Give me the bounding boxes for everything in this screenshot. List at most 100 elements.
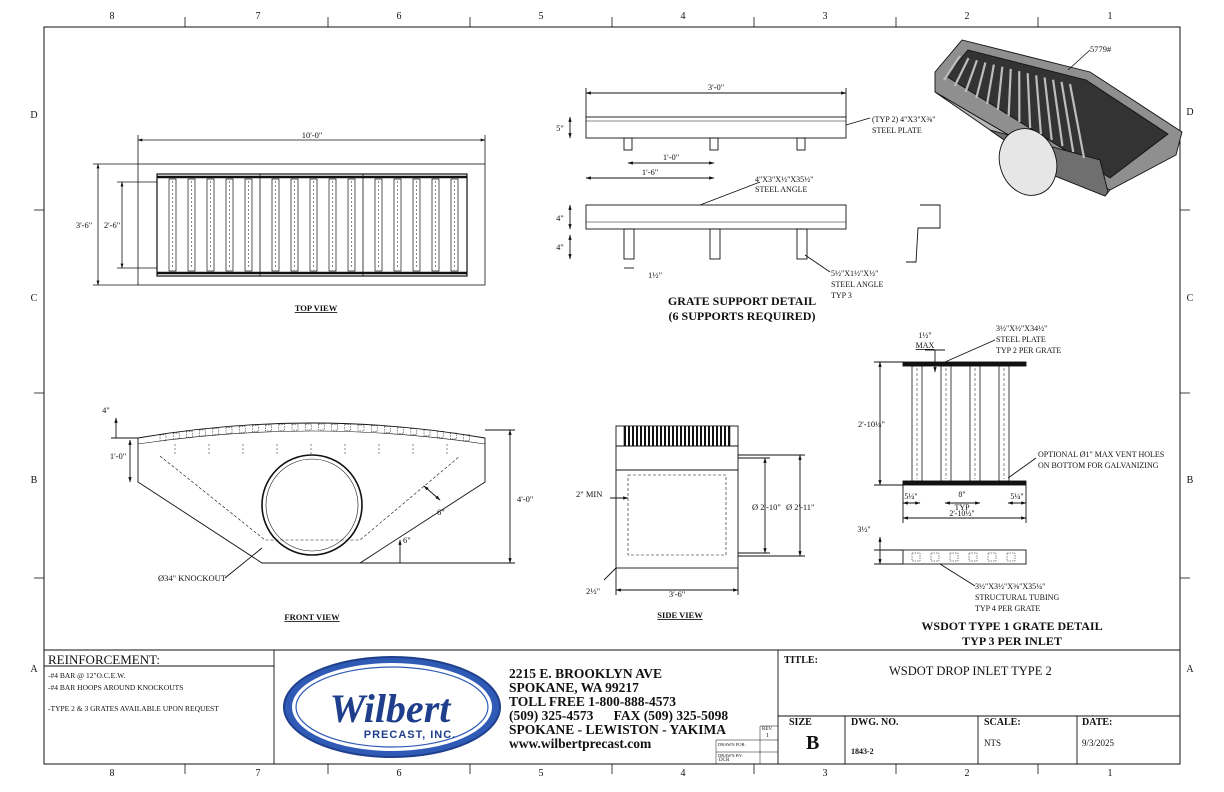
size-value: B bbox=[806, 732, 820, 754]
top-view-label: TOP VIEW bbox=[295, 303, 338, 313]
iso-grate-bar bbox=[996, 66, 1004, 111]
support-angle-note-2: STEEL ANGLE bbox=[755, 185, 807, 194]
front-view bbox=[111, 417, 515, 579]
tube-hole bbox=[968, 552, 978, 562]
row-label: A bbox=[1186, 664, 1194, 675]
grate-tie bbox=[199, 429, 206, 437]
grate-tie bbox=[423, 429, 431, 437]
reinforcement-line: -#4 BAR HOOPS AROUND KNOCKOUTS bbox=[48, 683, 184, 692]
phone-fax-line: (509) 325-4573 FAX (509) 325-5098 bbox=[509, 708, 729, 723]
iso-grate-bar bbox=[964, 59, 978, 93]
drawing-title: WSDOT DROP INLET TYPE 2 bbox=[889, 664, 1052, 678]
row-label: C bbox=[31, 293, 38, 304]
top-view-outer-width-dim: 3'-6" bbox=[76, 220, 92, 230]
zone-ticks bbox=[34, 17, 1190, 774]
grate-bar bbox=[244, 178, 253, 272]
tube-hole bbox=[1006, 552, 1016, 562]
side-view-label: SIDE VIEW bbox=[657, 610, 703, 620]
front-view-floor-dim: 6" bbox=[403, 535, 411, 545]
iso-grate-bar bbox=[1051, 79, 1064, 147]
support-small-angle-note-3: TYP 3 bbox=[831, 291, 852, 300]
tube-hole bbox=[949, 552, 959, 562]
iso-grate-bar bbox=[1068, 83, 1086, 159]
iso-grate-bar bbox=[1060, 81, 1075, 153]
grate-detail-tube-note-3: TYP 4 PER GRATE bbox=[975, 604, 1040, 613]
support-spacing-1-dim: 1'-0" bbox=[663, 152, 679, 162]
reinforcement-line: -TYPE 2 & 3 GRATES AVAILABLE UPON REQUES… bbox=[48, 704, 219, 713]
tube-hole bbox=[987, 552, 997, 562]
grate-bar bbox=[187, 178, 196, 272]
col-label: 4 bbox=[681, 11, 686, 22]
grate-detail-tube-height-dim: 3½" bbox=[857, 525, 870, 534]
side-view-inner-dia: Ø 2'-10" bbox=[752, 502, 781, 512]
iso-grate-bar bbox=[1035, 75, 1043, 135]
row-label: B bbox=[31, 475, 38, 486]
drawn-by-value: DCR bbox=[719, 758, 730, 763]
grate-bar bbox=[412, 178, 421, 272]
grate-detail-plate-note-2: STEEL PLATE bbox=[996, 335, 1046, 344]
drawn-for-label: DRAWN FOR: bbox=[718, 742, 746, 747]
iso-grate-bar bbox=[1026, 73, 1032, 129]
reinforcement-line: -#4 BAR @ 12"O.C.E.W. bbox=[48, 671, 126, 680]
front-view-grate-ties bbox=[159, 423, 470, 456]
grate-tie bbox=[463, 434, 470, 442]
top-view-inner-width-dim: 2'-6" bbox=[104, 220, 120, 230]
grate-bar bbox=[271, 178, 280, 272]
grate-tie bbox=[212, 428, 220, 435]
front-view-knockout-note: Ø34" KNOCKOUT bbox=[158, 573, 227, 583]
grate-bar bbox=[309, 178, 318, 272]
scale-label: SCALE: bbox=[984, 717, 1021, 728]
wilbert-logo: Wilbert PRECAST, INC. bbox=[283, 656, 501, 758]
reinforcement-title: REINFORCEMENT: bbox=[48, 652, 161, 667]
support-angle-note-1: 4"X3"X½"X35½" bbox=[755, 175, 813, 184]
side-view-width-dim: 3'-6" bbox=[669, 589, 685, 599]
grate-detail-overall-dim: 2'-10½" bbox=[949, 509, 974, 518]
title-block-grid bbox=[44, 650, 1180, 764]
grate-tie bbox=[331, 423, 338, 431]
isometric-grate-bars bbox=[943, 55, 1086, 159]
iso-grate-bar bbox=[975, 62, 987, 99]
col-label: 8 bbox=[110, 768, 115, 779]
address-line: SPOKANE, WA 99217 bbox=[509, 680, 639, 695]
col-label: 7 bbox=[256, 768, 261, 779]
support-spacing-2-dim: 1'-6" bbox=[642, 167, 658, 177]
grate-support-detail bbox=[568, 88, 941, 273]
grate-detail-bar bbox=[911, 365, 923, 482]
front-view-wall-dim: 6" bbox=[437, 507, 445, 517]
row-label: D bbox=[1186, 107, 1193, 118]
support-detail-title-2: (6 SUPPORTS REQUIRED) bbox=[669, 309, 816, 323]
col-label: 1 bbox=[1108, 11, 1113, 22]
side-view-outer-dia: Ø 2'-11" bbox=[786, 502, 815, 512]
grate-bar bbox=[328, 178, 337, 272]
iso-grate-bar bbox=[985, 64, 995, 105]
grate-tie bbox=[318, 423, 325, 431]
grate-tie bbox=[291, 423, 299, 431]
website-link[interactable]: www.wilbertprecast.com bbox=[509, 736, 652, 751]
grate-detail-typ-dim-1: 8" bbox=[958, 490, 965, 499]
support-angle-height-dim: 4" bbox=[556, 213, 564, 223]
date-label: DATE: bbox=[1082, 717, 1113, 728]
grate-tie bbox=[225, 427, 233, 434]
grate-detail-tube-note-1: 3½"X3½"X⅜"X35¼" bbox=[975, 582, 1045, 591]
grate-tie bbox=[172, 432, 180, 440]
grate-detail-plate-note-1: 3½"X½"X34½" bbox=[996, 324, 1047, 333]
top-view bbox=[93, 135, 486, 286]
rev-value: 1 bbox=[766, 733, 769, 739]
support-small-angle-note-1: 5½"X1½"X½" bbox=[831, 269, 878, 278]
grate-detail-max-dim-1: 1½" bbox=[918, 331, 931, 340]
grate-bar bbox=[168, 178, 177, 272]
grate-detail-vent-note-1: OPTIONAL Ø1" MAX VENT HOLES bbox=[1038, 450, 1164, 459]
support-overall-dim: 3'-0" bbox=[708, 82, 724, 92]
col-label: 4 bbox=[681, 768, 686, 779]
grate-tie bbox=[384, 426, 391, 433]
grate-detail-bar bbox=[940, 365, 952, 482]
support-detail-title-1: GRATE SUPPORT DETAIL bbox=[668, 294, 816, 308]
grate-tie bbox=[450, 432, 457, 440]
grate-bar bbox=[290, 178, 299, 272]
side-view-offset-dim: 2½" bbox=[586, 586, 600, 596]
front-view-height-dim: 4'-0" bbox=[517, 494, 533, 504]
side-view-min-dim: 2" MIN bbox=[576, 489, 602, 499]
isometric-weight-note: 5779# bbox=[1090, 44, 1112, 54]
grate-detail-tube-holes bbox=[911, 552, 1016, 562]
grate-detail-end-right-dim: 5¼" bbox=[1010, 492, 1023, 501]
